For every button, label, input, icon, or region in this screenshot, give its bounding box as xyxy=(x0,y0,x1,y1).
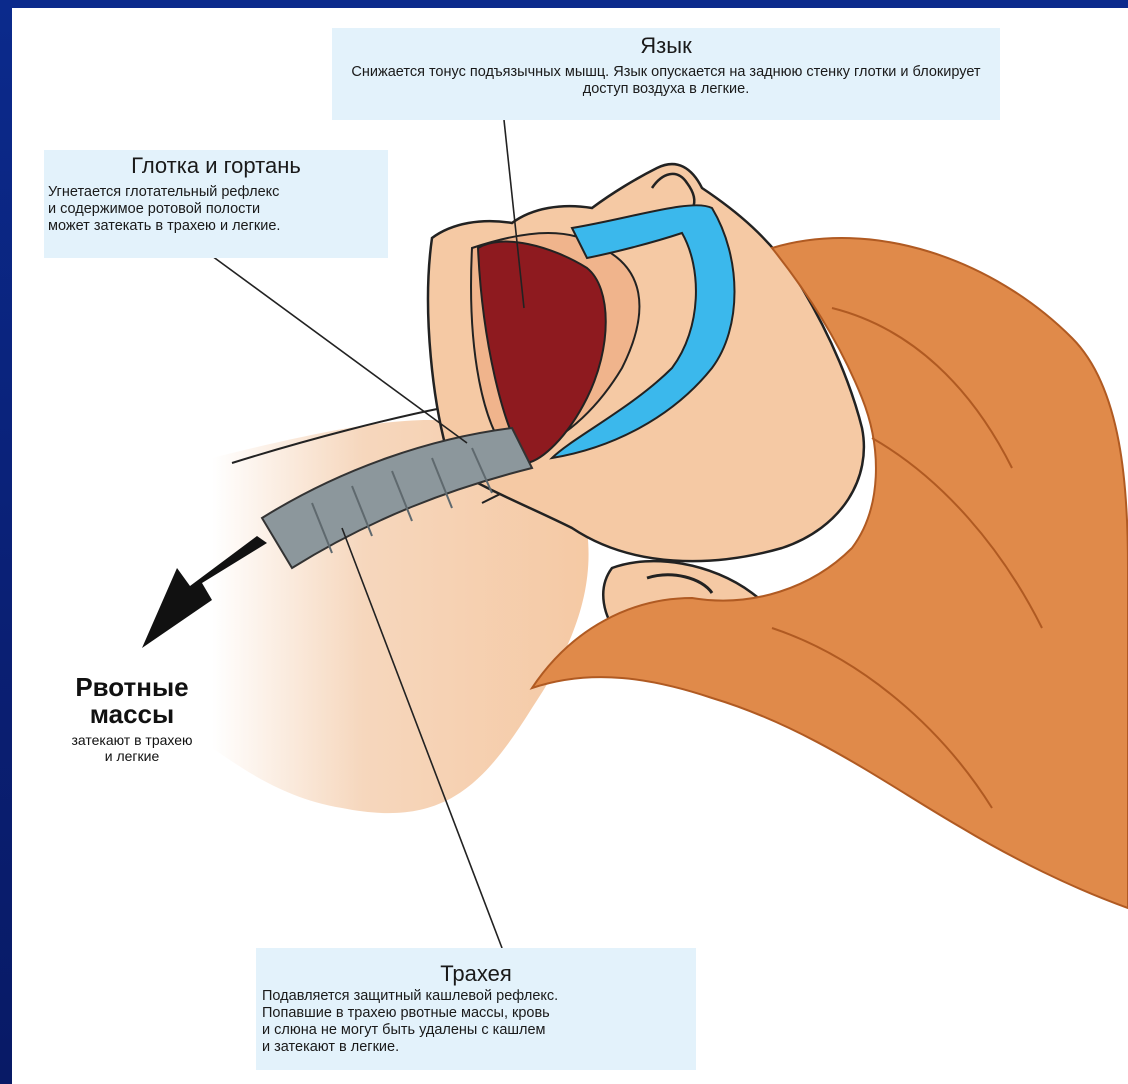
vomit-text: затекают в трахею и легкие xyxy=(42,732,222,764)
callout-trachea-line: и слюна не могут быть удалены с кашлем xyxy=(262,1022,696,1039)
callout-trachea-line: Подавляется защитный кашлевой рефлекс. xyxy=(262,988,696,1005)
callout-pharynx-text: Угнетается глотательный рефлекс и содерж… xyxy=(44,184,388,235)
callout-tongue: Язык Снижается тонус подъязычных мышц. Я… xyxy=(332,28,1000,120)
callout-trachea: Трахея Подавляется защитный кашлевой реф… xyxy=(256,948,696,1070)
vomit-text-line: и легкие xyxy=(42,748,222,764)
callout-trachea-line: и затекают в легкие. xyxy=(262,1039,696,1056)
vomit-title-line: Рвотные xyxy=(42,674,222,701)
callout-pharynx-title: Глотка и гортань xyxy=(44,154,388,178)
callout-pharynx-line: Угнетается глотательный рефлекс xyxy=(48,184,388,201)
illustration-canvas: Язык Снижается тонус подъязычных мышц. Я… xyxy=(12,8,1128,1084)
callout-trachea-title: Трахея xyxy=(256,962,696,986)
callout-pharynx-line: может затекать в трахею и легкие. xyxy=(48,218,388,235)
callout-tongue-title: Язык xyxy=(332,34,1000,58)
callout-trachea-text: Подавляется защитный кашлевой рефлекс. П… xyxy=(256,988,696,1056)
callout-pharynx: Глотка и гортань Угнетается глотательный… xyxy=(44,150,388,258)
callout-trachea-line: Попавшие в трахею рвотные массы, кровь xyxy=(262,1005,696,1022)
callout-tongue-text: Снижается тонус подъязычных мышц. Язык о… xyxy=(332,64,1000,98)
vomit-title: Рвотные массы xyxy=(42,674,222,728)
callout-pharynx-line: и содержимое ротовой полости xyxy=(48,201,388,218)
vomit-title-line: массы xyxy=(42,701,222,728)
vomit-label: Рвотные массы затекают в трахею и легкие xyxy=(42,674,222,764)
vomit-text-line: затекают в трахею xyxy=(42,732,222,748)
